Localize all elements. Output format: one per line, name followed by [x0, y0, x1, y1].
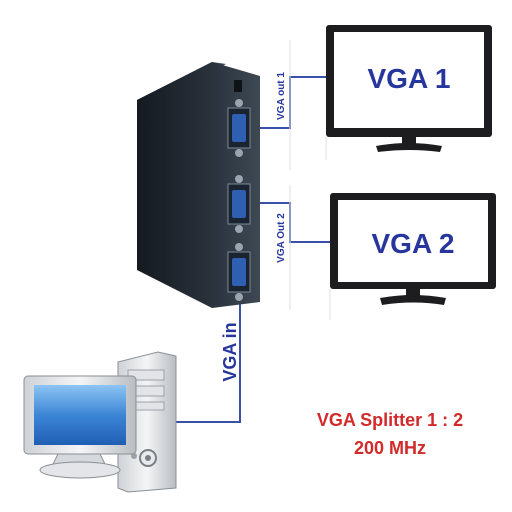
monitor-1-label: VGA 1: [368, 63, 451, 94]
monitor-2-neck: [406, 289, 420, 297]
vga-splitter-device: [137, 62, 260, 308]
caption-frequency: 200 MHz: [353, 438, 427, 458]
guide-lines: [289, 40, 331, 320]
pc-screen: [34, 385, 126, 445]
monitor-vga-2: VGA 2: [330, 193, 496, 305]
monitor-2-stand: [380, 295, 446, 305]
vga-port-out-2: [227, 175, 251, 233]
monitor-2-label: VGA 2: [372, 228, 455, 259]
caption-title: VGA Splitter 1 : 2: [316, 410, 464, 430]
cable-out-2: [255, 202, 330, 243]
pc-computer: [23, 351, 177, 493]
monitor-1-screen: [334, 32, 484, 128]
cable-label-out-2: VGA Out 2: [276, 213, 287, 263]
pc-monitor: [23, 375, 137, 479]
vga-port-out-1: [227, 99, 251, 157]
cable-in: [172, 300, 241, 423]
monitor-2-screen: [338, 200, 488, 282]
cable-label-out-1: VGA out 1: [276, 72, 287, 120]
vga-port-in: [227, 243, 251, 301]
monitor-1-stand: [376, 143, 442, 152]
cable-label-in: VGA in: [220, 322, 240, 381]
device-front: [137, 62, 212, 308]
monitor-1-neck: [402, 137, 416, 145]
power-jack: [234, 80, 242, 92]
monitor-vga-1: VGA 1: [326, 25, 492, 152]
